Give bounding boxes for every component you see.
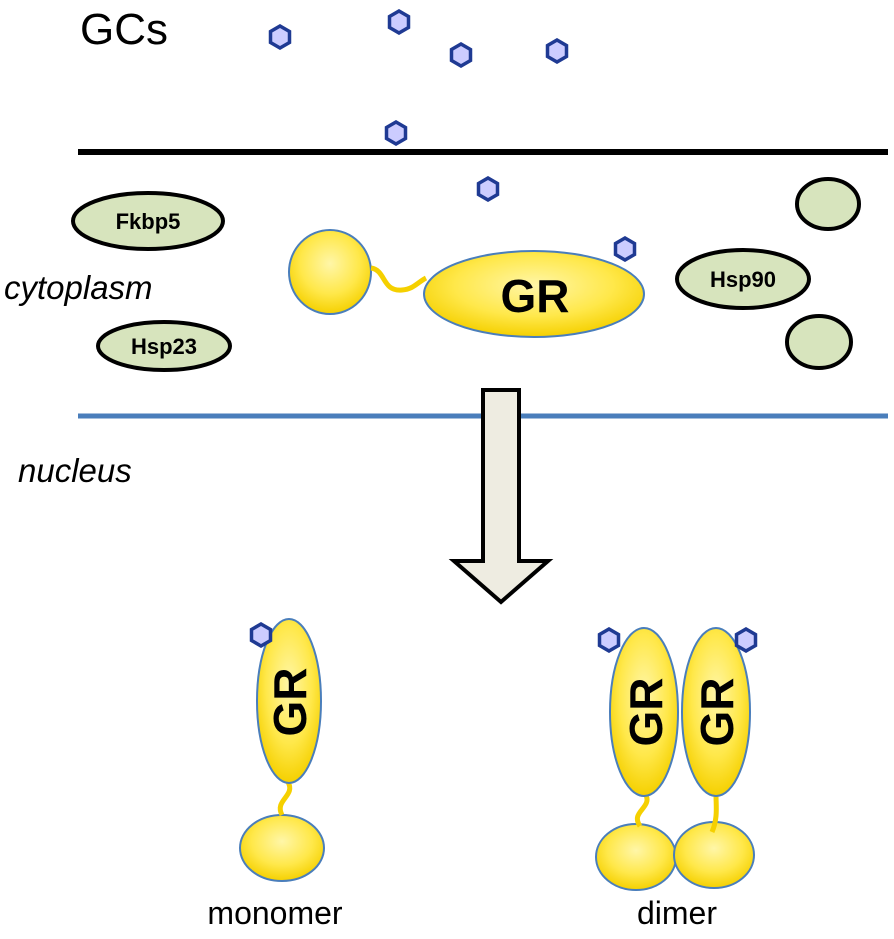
bound-ligand-hexagon-icon [613, 236, 637, 262]
gcs-label: GCs [80, 5, 168, 54]
dimer-label: dimer [637, 895, 717, 931]
fkbp5-protein: Fkbp5 [71, 191, 225, 251]
bound-ligand-hexagon-icon [249, 622, 273, 648]
hsp23-label: Hsp23 [131, 334, 197, 359]
bound-ligand-hexagon-icon [597, 627, 621, 653]
gr-cytoplasmic: GR [288, 229, 645, 338]
monomer-label: monomer [207, 895, 343, 931]
bound-ligand-hexagon-icon [734, 627, 758, 653]
ligand-hexagon-icon [449, 42, 473, 68]
cytoplasm-label: cytoplasm [4, 269, 153, 306]
ligand-hexagon-icon [384, 120, 408, 146]
gr-dimer: GR GR [595, 627, 755, 891]
nucleus-label: nucleus [18, 452, 132, 489]
gr-label: GR [691, 678, 743, 747]
hsp23-protein: Hsp23 [96, 320, 232, 372]
gr-label: GR [501, 270, 570, 322]
gr-label: GR [620, 678, 672, 747]
gr-label: GR [264, 668, 316, 737]
hsp90-label: Hsp90 [710, 267, 776, 292]
ligand-hexagon-icon [387, 9, 411, 35]
ligand-hexagon-icon [545, 38, 569, 64]
gr-monomer: GR [239, 618, 325, 882]
ligand-hexagon-icon [476, 176, 500, 202]
ligand-hexagon-icon [268, 24, 292, 50]
hsp90-protein: Hsp90 [675, 248, 811, 310]
chaperone-protein [785, 314, 853, 370]
fkbp5-label: Fkbp5 [116, 209, 181, 234]
translocation-down-arrow-icon [448, 388, 554, 605]
chaperone-protein [795, 177, 861, 231]
